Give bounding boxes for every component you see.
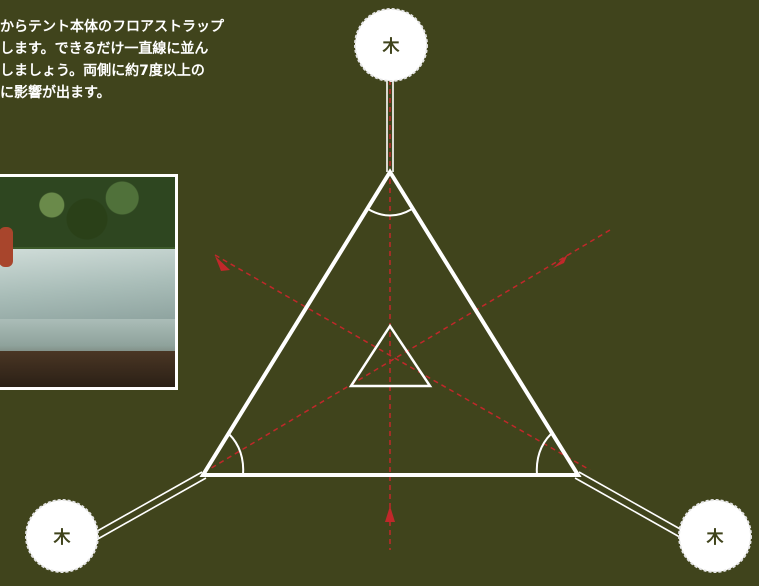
inner-triangle bbox=[348, 323, 433, 388]
photo-person bbox=[0, 227, 13, 267]
tree-top: 木 bbox=[354, 8, 428, 82]
arrowheads bbox=[215, 254, 568, 522]
arrow-icon bbox=[553, 254, 568, 268]
photo-tarp bbox=[0, 249, 175, 319]
ropes bbox=[91, 80, 690, 541]
tree-marker-icon bbox=[354, 8, 428, 82]
photo-ground bbox=[0, 351, 175, 387]
tree-label: 木 bbox=[706, 527, 725, 548]
angle-arcs bbox=[228, 208, 552, 477]
tarp-triangle bbox=[199, 168, 582, 477]
angle-arc-icon bbox=[367, 208, 413, 217]
arrow-icon bbox=[385, 506, 395, 522]
angle-arc-icon bbox=[228, 433, 245, 477]
tree-marker-icon bbox=[678, 499, 752, 573]
rope-right bbox=[574, 471, 690, 541]
tree-label: 木 bbox=[53, 527, 72, 548]
guide-lines bbox=[207, 62, 611, 550]
photo-foliage bbox=[0, 177, 175, 247]
tree-marker-icon bbox=[25, 499, 99, 573]
tree-right: 木 bbox=[678, 499, 752, 573]
guide-line-left bbox=[214, 254, 591, 471]
tree-label: 木 bbox=[382, 36, 401, 57]
tarp-setup-photo bbox=[0, 174, 178, 390]
angle-arc-icon bbox=[535, 433, 552, 477]
description-text: からテント本体のフロアストラップ します。できるだけ一直線に並ん しましょう。両… bbox=[0, 19, 224, 101]
arrow-icon bbox=[215, 256, 230, 271]
tree-left: 木 bbox=[25, 499, 99, 573]
guide-line-right bbox=[207, 229, 611, 471]
rope-left bbox=[91, 471, 207, 541]
rope-top bbox=[386, 80, 394, 172]
